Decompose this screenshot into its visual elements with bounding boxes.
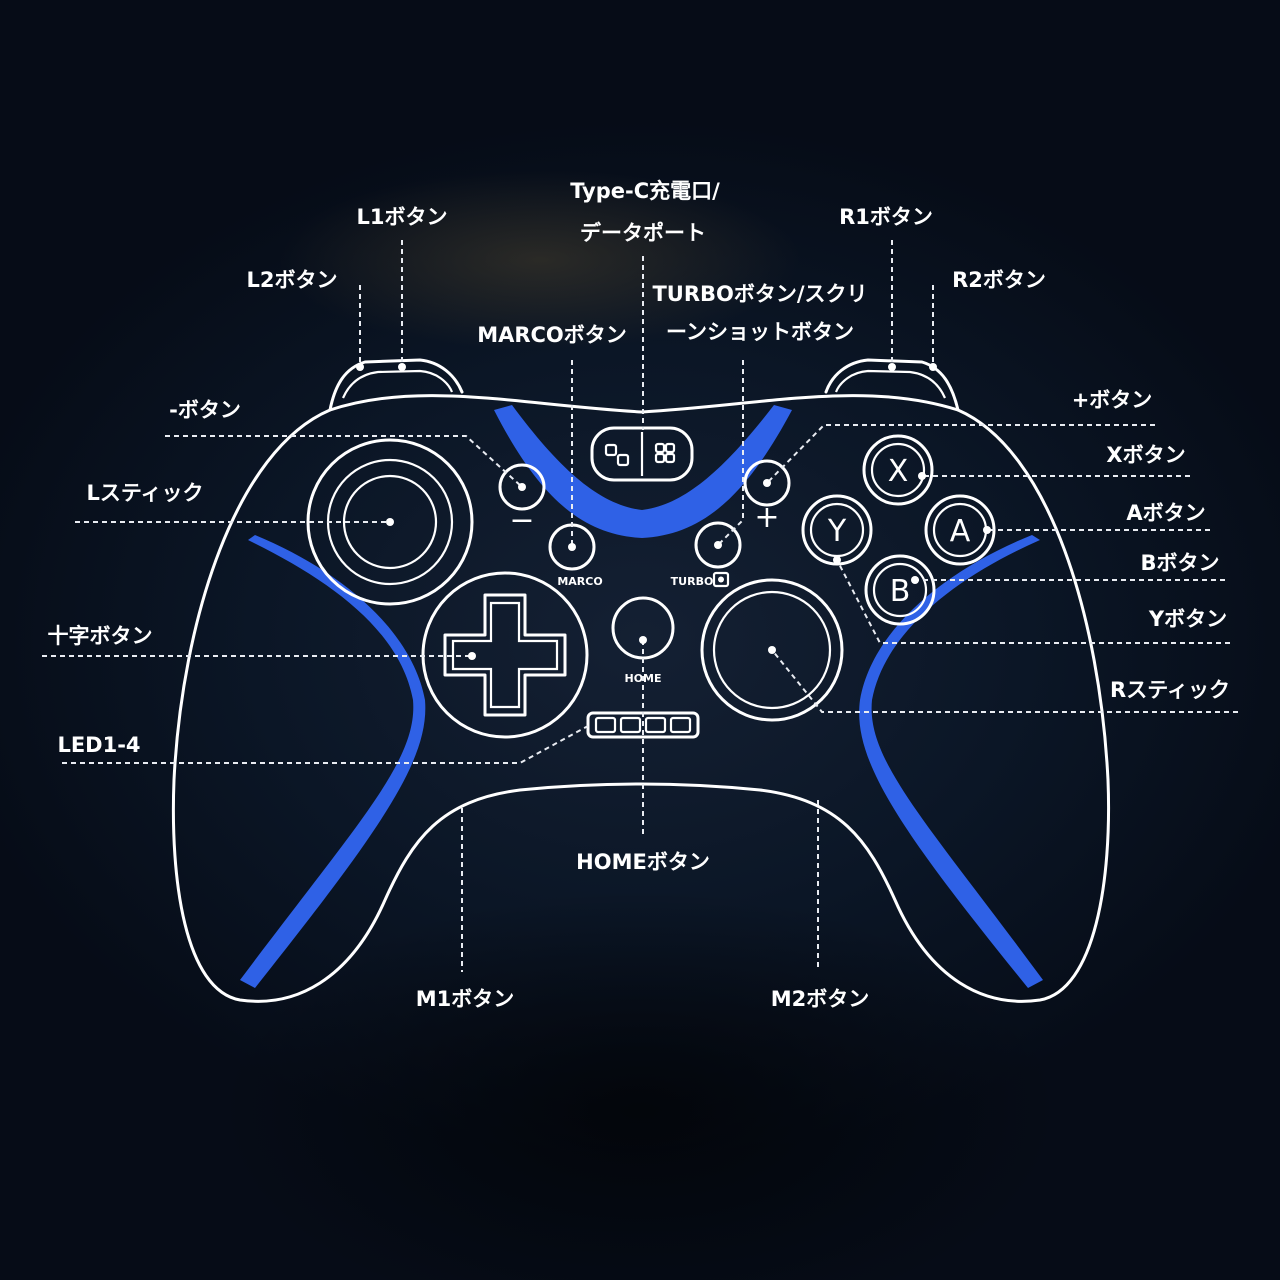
leader-minus [165,435,523,488]
left-stick-inner [342,474,438,570]
b-button-inner [872,562,928,618]
label-b: Bボタン [1140,551,1219,575]
dot-r1 [888,363,896,371]
dot-l2 [356,363,364,371]
label-led: LED1-4 [57,733,140,757]
label-m1: M1ボタン [416,987,515,1011]
leader-r-stick [771,649,1238,713]
y-letter: Y [827,514,847,549]
led-1 [594,716,617,734]
left-shoulder-inner [341,369,454,399]
led-3 [644,716,667,734]
right-stick-outer[interactable] [700,578,844,722]
label-m2: M2ボタン [771,987,870,1011]
label-type-c-line1: Type-C充電口/ [570,179,720,203]
dot-turbo [714,541,722,549]
label-l-stick: Lスティック [86,481,203,505]
minus-button[interactable] [498,463,546,511]
x-letter: X [888,454,909,489]
leader-turbo [717,360,744,546]
dpad-cross-inner [451,601,559,709]
leader-plus [766,424,1155,484]
minus-glyph: − [509,503,534,538]
x-button-inner [870,442,926,498]
right-shoulder-inner [834,369,947,399]
label-r-stick: Rスティック [1110,678,1230,702]
plus-glyph: + [754,500,779,535]
x-button[interactable] [862,434,934,506]
label-l2: L2ボタン [247,268,338,292]
accent-stripe-top [494,405,792,538]
controller-body-outline [171,394,1111,1003]
dot-l-stick [386,518,394,526]
label-y: Yボタン [1148,607,1227,631]
a-letter: A [950,514,971,549]
label-dpad: 十字ボタン [48,624,153,648]
label-turbo-line1: TURBOボタン/スクリ [652,282,867,306]
dot-b [911,576,919,584]
b-button[interactable] [864,554,936,626]
dot-minus [518,483,526,491]
label-l1: L1ボタン [357,205,448,229]
screenshot-icon [712,571,730,588]
label-type-c-line2: データポート [580,221,706,245]
label-marco: MARCOボタン [477,323,627,347]
label-x: Xボタン [1106,443,1185,467]
led-4 [669,716,692,734]
right-stick-inner [712,590,832,710]
led-2 [619,716,642,734]
dot-dpad [468,652,476,660]
marco-mark: MARCO [557,575,602,588]
right-shoulder-outline [824,358,960,412]
leader-led [62,725,589,764]
label-a: Aボタン [1126,501,1205,525]
plus-button[interactable] [743,459,791,507]
label-r2: R2ボタン [952,268,1046,292]
dot-plus [763,479,771,487]
accent-stripe-right [859,535,1043,988]
label-minus: -ボタン [169,398,241,422]
dot-r2 [929,363,937,371]
left-shoulder-outline [328,358,464,412]
label-home: HOMEボタン [576,850,710,874]
label-plus: +ボタン [1072,388,1153,412]
dot-home [639,636,647,644]
dot-a [983,526,991,534]
label-turbo-line2: ーンショットボタン [666,320,854,344]
dpad-cross[interactable] [443,593,567,717]
dot-y [833,556,841,564]
label-r1: R1ボタン [839,205,933,229]
turbo-mark: TURBO [671,575,714,588]
switch-controller-icon [590,426,694,482]
screenshot-icon-dot [718,576,724,583]
dot-x [918,472,926,480]
turbo-button[interactable] [694,521,742,569]
dot-marco [568,543,576,551]
b-letter: B [890,574,911,609]
dot-r-stick [768,646,776,654]
left-stick-outer[interactable] [306,438,474,606]
dot-l1 [398,363,406,371]
